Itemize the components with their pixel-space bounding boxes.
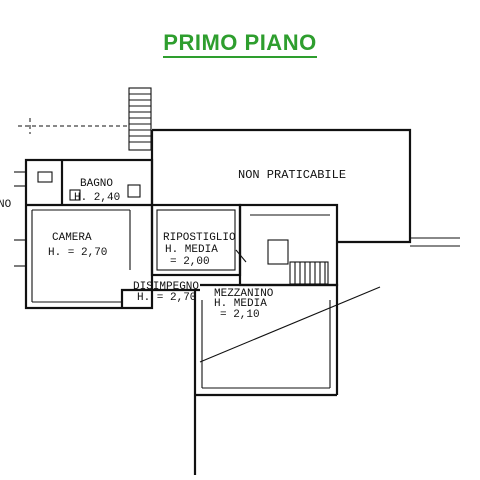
non-praticabile-area — [150, 128, 460, 247]
non-praticabile-label: NON PRATICABILE — [238, 168, 346, 182]
camera-height: H. = 2,70 — [48, 247, 107, 259]
bagno-height: H. 2,40 — [74, 192, 120, 204]
disimpegno-height: H. = 2,70 — [137, 292, 196, 304]
disimpegno-label: DISIMPEGNO — [133, 281, 199, 293]
page-title-text: PRIMO PIANO — [163, 30, 317, 58]
ripostiglio-label: RIPOSTIGLIO — [163, 232, 236, 244]
ripostiglio-height: = 2,00 — [170, 256, 210, 268]
roof-outline — [18, 118, 128, 134]
mezzanino-walls — [120, 283, 381, 475]
page-title: PRIMO PIANO — [0, 30, 480, 58]
exterior-stairs — [128, 87, 152, 151]
edge-label-fragment: NO — [0, 199, 12, 211]
ripostiglio-hmedia: H. MEDIA — [165, 244, 218, 256]
mezzanino-label: MEZZANINO — [214, 288, 274, 300]
mezzanino-height: = 2,10 — [220, 309, 260, 321]
camera-label: CAMERA — [52, 232, 92, 244]
bagno-label: BAGNO — [80, 178, 113, 190]
interior-stairs — [238, 203, 339, 287]
mezzanino-hmedia: H. MEDIA — [214, 298, 267, 310]
